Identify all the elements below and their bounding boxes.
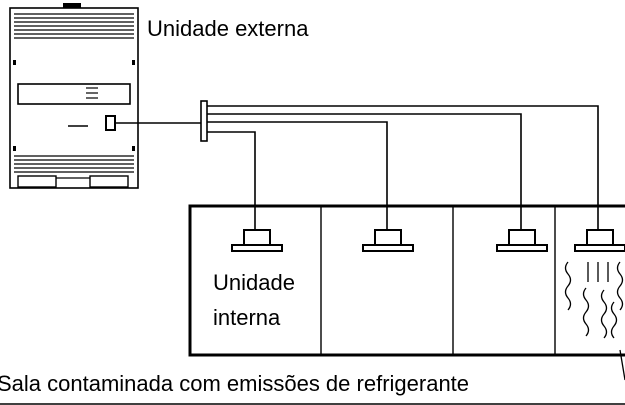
pipe-to-indoor-unit-1 <box>207 131 256 230</box>
refrigerant-leak-emission <box>564 261 625 381</box>
indoor-unit-label-line1: Unidade <box>213 270 295 295</box>
indoor-unit-4 <box>574 229 625 252</box>
branch-header <box>200 100 208 142</box>
outdoor-unit-top-louvers <box>14 13 134 39</box>
refrigerant-piping <box>115 100 599 230</box>
pipe-to-indoor-unit-3 <box>207 113 522 230</box>
service-port <box>105 115 116 131</box>
indoor-unit-2 <box>362 229 414 252</box>
pipe-to-indoor-unit-4 <box>207 105 599 230</box>
outdoor-unit-top-handle <box>63 3 81 8</box>
outdoor-unit <box>9 3 139 189</box>
pipe-to-indoor-unit-2 <box>207 121 388 230</box>
outdoor-unit-label: Unidade externa <box>147 16 309 41</box>
indoor-unit-1 <box>231 229 283 252</box>
indoor-unit-label-line2: interna <box>213 305 281 330</box>
indoor-unit-3 <box>496 229 548 252</box>
building <box>188 204 625 357</box>
outdoor-unit-bottom-louvers <box>14 155 134 173</box>
building-outline <box>188 204 625 357</box>
outdoor-unit-panel <box>17 83 131 105</box>
room-partitions <box>320 206 556 355</box>
caption: Sala contaminada com emissões de refrige… <box>0 371 469 396</box>
outdoor-unit-body <box>9 7 139 189</box>
